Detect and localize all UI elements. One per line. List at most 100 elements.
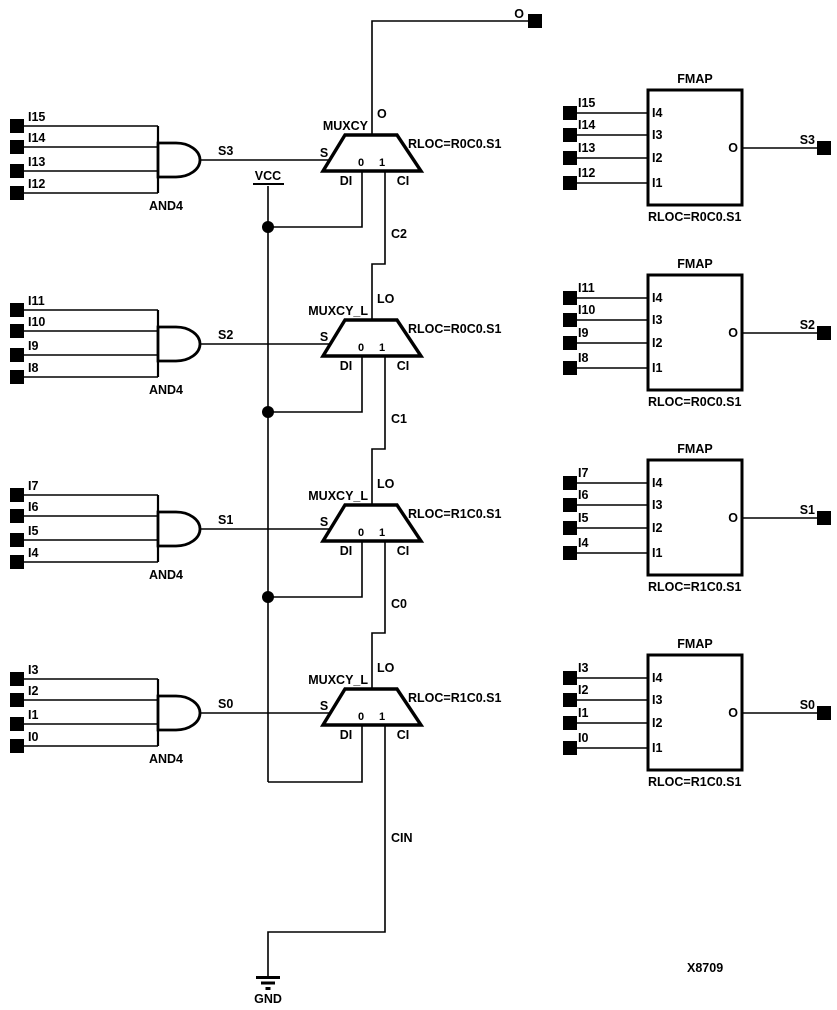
mux-ci-pin-label: CI xyxy=(397,359,410,373)
input-pad-label: I12 xyxy=(578,166,595,180)
input-pad-label: I3 xyxy=(578,661,588,675)
fmap-box xyxy=(646,458,744,577)
mux-sel0-label: 0 xyxy=(358,157,364,169)
rloc-attribute: RLOC=R1C0.S1 xyxy=(408,507,501,521)
input-pad-label: I5 xyxy=(28,524,38,538)
input-terminal-pad xyxy=(10,119,24,133)
mux-out-pin-label: LO xyxy=(377,661,395,675)
output-pad-label: S1 xyxy=(800,503,815,517)
muxcy-symbol xyxy=(319,687,425,727)
mux-select-pin-label: S xyxy=(320,515,328,529)
input-pad-label: I7 xyxy=(578,466,588,480)
input-terminal-pad xyxy=(563,176,577,190)
input-terminal-pad xyxy=(563,671,577,685)
carry-out-wire xyxy=(371,20,528,135)
input-terminal-pad xyxy=(563,151,577,165)
input-pad-label: I11 xyxy=(578,281,595,295)
fmap-box xyxy=(646,273,744,392)
input-pad-label: I12 xyxy=(28,177,45,191)
input-pad-label: I0 xyxy=(578,731,588,745)
output-terminal-pad xyxy=(817,326,831,340)
and4-gate-label: AND4 xyxy=(149,752,183,766)
carry-stage-s0: I3 I2 I1 I0 AND4 S0 MUXCY_L RLOC=R1C0.S1… xyxy=(10,661,501,783)
fmap-pin-label: I4 xyxy=(652,106,662,120)
gnd-label: GND xyxy=(254,992,282,1006)
fmap-pin-label: I1 xyxy=(652,741,662,755)
fmap-pin-label: I4 xyxy=(652,291,662,305)
fmap-title: FMAP xyxy=(677,72,712,86)
output-terminal-pad xyxy=(528,14,542,28)
fmap-title: FMAP xyxy=(677,257,712,271)
fmap-pin-label: I3 xyxy=(652,128,662,142)
input-terminal-pad xyxy=(563,336,577,350)
and4-gate-symbol xyxy=(156,510,202,548)
and4-gate-symbol xyxy=(156,694,202,732)
input-pad-label: I6 xyxy=(578,488,588,502)
fmap-pin-label: I2 xyxy=(652,521,662,535)
fmap-block-s2: FMAP I11 I10 I9 I8 I4 I3 I2 I1 O S2 RLOC… xyxy=(563,257,831,409)
input-terminal-pad xyxy=(563,521,577,535)
input-terminal-pad xyxy=(563,546,577,560)
input-pad-label: I2 xyxy=(28,684,38,698)
mux-select-pin-label: S xyxy=(320,146,328,160)
fmap-pin-label: I2 xyxy=(652,336,662,350)
input-terminal-pad xyxy=(10,303,24,317)
mux-sel1-label: 1 xyxy=(379,342,385,354)
di-wire xyxy=(268,171,363,228)
rloc-attribute: RLOC=R0C0.S1 xyxy=(408,322,501,336)
fmap-block-s0: FMAP I3 I2 I1 I0 I4 I3 I2 I1 O S0 RLOC=R… xyxy=(563,637,831,789)
and4-gate-label: AND4 xyxy=(149,383,183,397)
input-terminal-pad xyxy=(10,533,24,547)
input-terminal-pad xyxy=(10,324,24,338)
carry-net-label: C1 xyxy=(391,412,407,426)
mux-sel1-label: 1 xyxy=(379,711,385,723)
input-pad-label: I8 xyxy=(28,361,38,375)
input-pad-label: I5 xyxy=(578,511,588,525)
mux-name-label: MUXCY_L xyxy=(308,673,368,687)
fmap-pin-label: I4 xyxy=(652,476,662,490)
fmap-pin-label: I3 xyxy=(652,693,662,707)
input-terminal-pad xyxy=(10,370,24,384)
input-terminal-pad xyxy=(10,693,24,707)
mux-out-pin-label: LO xyxy=(377,477,395,491)
input-terminal-pad xyxy=(563,106,577,120)
mux-sel0-label: 0 xyxy=(358,342,364,354)
input-pad-label: I7 xyxy=(28,479,38,493)
mux-di-pin-label: DI xyxy=(340,174,353,188)
input-pad-label: I15 xyxy=(578,96,595,110)
and4-gate-symbol xyxy=(156,141,202,179)
and4-gate-label: AND4 xyxy=(149,199,183,213)
vcc-rail: VCC xyxy=(253,169,284,782)
fmap-block-s1: FMAP I7 I6 I5 I4 I4 I3 I2 I1 O S1 RLOC=R… xyxy=(563,442,831,594)
rloc-attribute: RLOC=R0C0.S1 xyxy=(408,137,501,151)
carry-out-label: O xyxy=(514,7,524,21)
mux-select-pin-label: S xyxy=(320,699,328,713)
mux-ci-pin-label: CI xyxy=(397,544,410,558)
fmap-pin-label: I1 xyxy=(652,176,662,190)
and4-gate-symbol xyxy=(156,325,202,363)
sum-net-label: S3 xyxy=(218,144,233,158)
carry-net-label: CIN xyxy=(391,831,413,845)
input-terminal-pad xyxy=(10,555,24,569)
input-pad-label: I1 xyxy=(28,708,38,722)
input-terminal-pad xyxy=(10,186,24,200)
di-wire xyxy=(268,356,363,413)
output-terminal-pad xyxy=(817,141,831,155)
di-wire xyxy=(268,725,363,783)
carry-net-label: C2 xyxy=(391,227,407,241)
output-pad-label: S0 xyxy=(800,698,815,712)
input-terminal-pad xyxy=(10,717,24,731)
input-terminal-pad xyxy=(563,741,577,755)
rloc-attribute: RLOC=R1C0.S1 xyxy=(408,691,501,705)
input-terminal-pad xyxy=(10,739,24,753)
mux-ci-pin-label: CI xyxy=(397,174,410,188)
input-terminal-pad xyxy=(10,488,24,502)
carry-stage-s2: I11 I10 I9 I8 AND4 S2 MUXCY_L RLOC=R0C0.… xyxy=(10,292,501,413)
mux-sel0-label: 0 xyxy=(358,711,364,723)
mux-sel1-label: 1 xyxy=(379,157,385,169)
rloc-attribute: RLOC=R1C0.S1 xyxy=(648,775,741,789)
fmap-pin-label: I3 xyxy=(652,498,662,512)
input-pad-label: I11 xyxy=(28,294,45,308)
